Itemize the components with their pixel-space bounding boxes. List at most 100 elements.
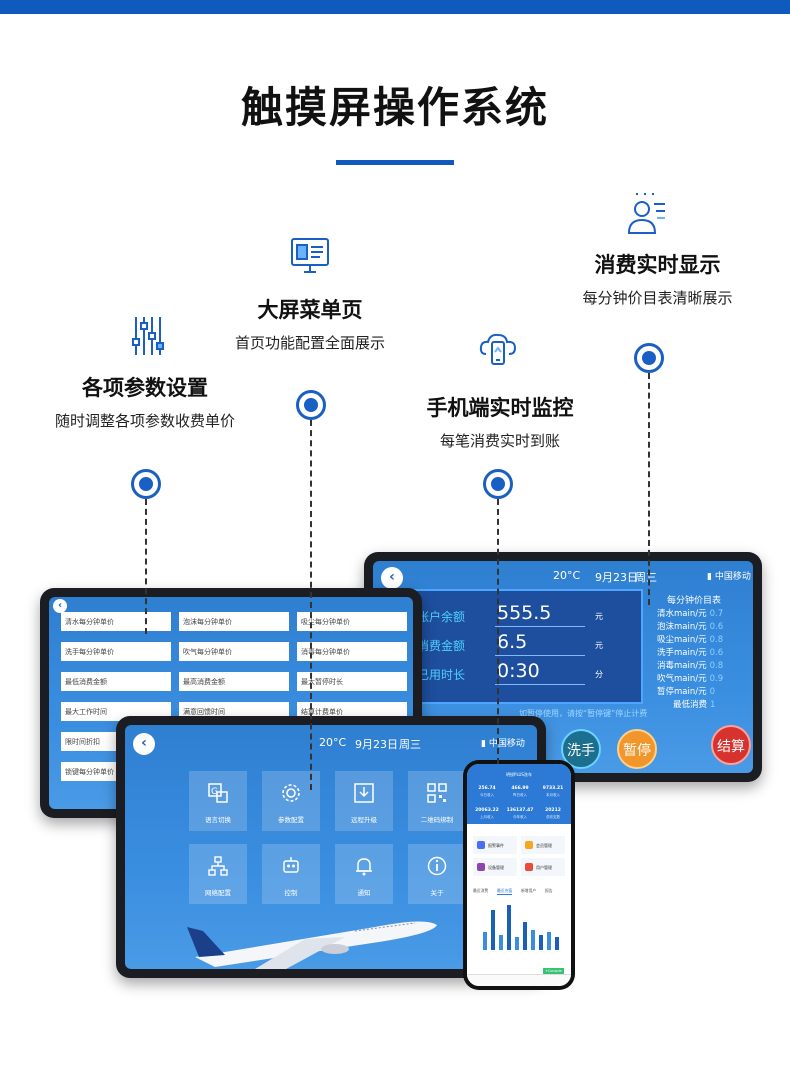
- stat-label: 上月收入: [480, 815, 494, 819]
- menu-tile[interactable]: 关于: [408, 844, 466, 904]
- phone-tab[interactable]: 新增用户: [521, 888, 537, 893]
- phone-tab[interactable]: 最近充值: [497, 888, 513, 895]
- phone-stat: 20063.22 上月收入: [471, 808, 503, 820]
- carrier: ▮ 中国移动: [481, 739, 525, 749]
- settings-field[interactable]: 消毒每分钟单价: [297, 642, 407, 661]
- price-value: 0.8: [709, 635, 724, 645]
- account-balance-value: 555.5: [497, 602, 552, 624]
- used-time-value: 0:30: [497, 660, 540, 682]
- feature-subtitle: 首页功能配置全面展示: [234, 334, 385, 352]
- feature-parameter-settings: 各项参数设置 随时调整各项参数收费单价: [40, 372, 250, 431]
- price-name: 洗手main/元: [657, 648, 707, 658]
- phone-card[interactable]: 设备管理: [473, 858, 517, 876]
- title-underline: [336, 160, 454, 165]
- callout-marker: [634, 343, 664, 373]
- stat-value: 256.74: [478, 786, 496, 791]
- settings-field[interactable]: 洗手每分钟单价: [61, 642, 171, 661]
- back-button[interactable]: ‹: [381, 567, 403, 589]
- price-value: 0.6: [709, 622, 724, 632]
- phone-chart-bar: [547, 932, 551, 950]
- phone-chart-bar: [531, 930, 535, 950]
- stat-label: 总收支数: [546, 815, 560, 819]
- menu-tile-label: 参数配置: [278, 816, 304, 824]
- phone-title: 明锐PLUS洗车: [506, 772, 532, 777]
- settings-field[interactable]: 泡沫每分钟单价: [179, 612, 289, 631]
- price-value: 0.7: [709, 609, 724, 619]
- phone-tab[interactable]: 最近消费: [473, 888, 489, 893]
- carrier: ▮ 中国移动: [707, 572, 751, 582]
- account-balance-label: 账户余额: [417, 610, 466, 624]
- feature-subtitle: 每分钟价目表清晰展示: [582, 289, 733, 307]
- settings-field[interactable]: 最低消费金额: [61, 672, 171, 691]
- menu-tile[interactable]: 控制: [262, 844, 320, 904]
- price-name: 泡沫main/元: [657, 622, 707, 632]
- settings-field[interactable]: 吸尘每分钟单价: [297, 612, 407, 631]
- stat-label: 今日收入: [480, 793, 494, 797]
- settings-field[interactable]: 吹气每分钟单价: [179, 642, 289, 661]
- back-button[interactable]: ‹: [53, 599, 67, 613]
- network-icon: [208, 856, 228, 876]
- callout-leader-line: [648, 373, 650, 605]
- sliders-icon: [132, 317, 164, 355]
- divider: [495, 655, 585, 656]
- settings-field[interactable]: 最大暂停时长: [297, 672, 407, 691]
- menu-tile-label: 二维码绑制: [420, 816, 454, 824]
- monitor-icon: [291, 238, 329, 273]
- weekday: 周三: [399, 738, 421, 751]
- console-badge[interactable]: +Console: [543, 968, 564, 974]
- qrcode-icon: [427, 783, 447, 803]
- card-icon: [477, 863, 485, 871]
- carrier-name: 中国移动: [488, 739, 525, 749]
- feature-subtitle: 每笔消费实时到账: [439, 432, 560, 450]
- info-icon: [427, 856, 447, 876]
- price-value: 0.9: [709, 674, 724, 684]
- price-value: 0.6: [709, 648, 724, 658]
- stat-label: 本月收入: [546, 793, 560, 797]
- phone-card[interactable]: 会员管理: [521, 836, 565, 854]
- pause-button[interactable]: 暂停: [617, 729, 657, 769]
- phone-card[interactable]: 报警事件: [473, 836, 517, 854]
- feature-mobile-monitoring: 手机端实时监控 每笔消费实时到账: [400, 392, 600, 451]
- settings-field[interactable]: 最高消费金额: [179, 672, 289, 691]
- menu-tile[interactable]: 通知: [335, 844, 393, 904]
- settle-button[interactable]: 结算: [711, 725, 751, 765]
- menu-tile-label: 关于: [430, 889, 444, 897]
- stat-label: 昨日收入: [513, 793, 527, 797]
- account-panel: 账户余额 555.5 元 消费金额 6.5 元 已用时长 0:30 分: [413, 589, 643, 704]
- phone-chart-bar: [499, 935, 503, 950]
- menu-tile[interactable]: 网络配置: [189, 844, 247, 904]
- consumption-amount-value: 6.5: [497, 631, 528, 653]
- price-list-title: 每分钟价目表: [667, 596, 722, 606]
- price-name: 清水main/元: [657, 609, 707, 619]
- feature-title: 手机端实时监控: [426, 396, 574, 420]
- menu-tile-label: 远程升级: [351, 816, 377, 824]
- menu-tile[interactable]: 二维码绑制: [408, 771, 466, 831]
- callout-marker: [131, 469, 161, 499]
- stat-value: 20063.22: [475, 808, 499, 813]
- callout-marker: [296, 390, 326, 420]
- svg-text:G: G: [211, 787, 218, 797]
- robot-icon: [283, 857, 299, 873]
- phone-stat: 256.74 今日收入: [471, 786, 503, 798]
- wash-hands-button[interactable]: 洗手: [561, 729, 601, 769]
- callout-leader-line: [145, 499, 147, 634]
- phone-cloud-icon: [479, 333, 517, 365]
- price-name: 吹气main/元: [657, 674, 707, 684]
- back-button[interactable]: ‹: [133, 733, 155, 755]
- settings-field[interactable]: 清水每分钟单价: [61, 612, 171, 631]
- menu-tile-label: 控制: [284, 889, 298, 897]
- phone-card[interactable]: 用户管理: [521, 858, 565, 876]
- unit: 元: [595, 612, 603, 621]
- pause-hint: 如暂停使用，请按“暂停键”停止计费: [519, 709, 648, 718]
- translate-icon: G: [208, 783, 228, 803]
- menu-tile[interactable]: 远程升级: [335, 771, 393, 831]
- phone-tab[interactable]: 报告: [545, 888, 553, 893]
- download-icon: [354, 783, 374, 803]
